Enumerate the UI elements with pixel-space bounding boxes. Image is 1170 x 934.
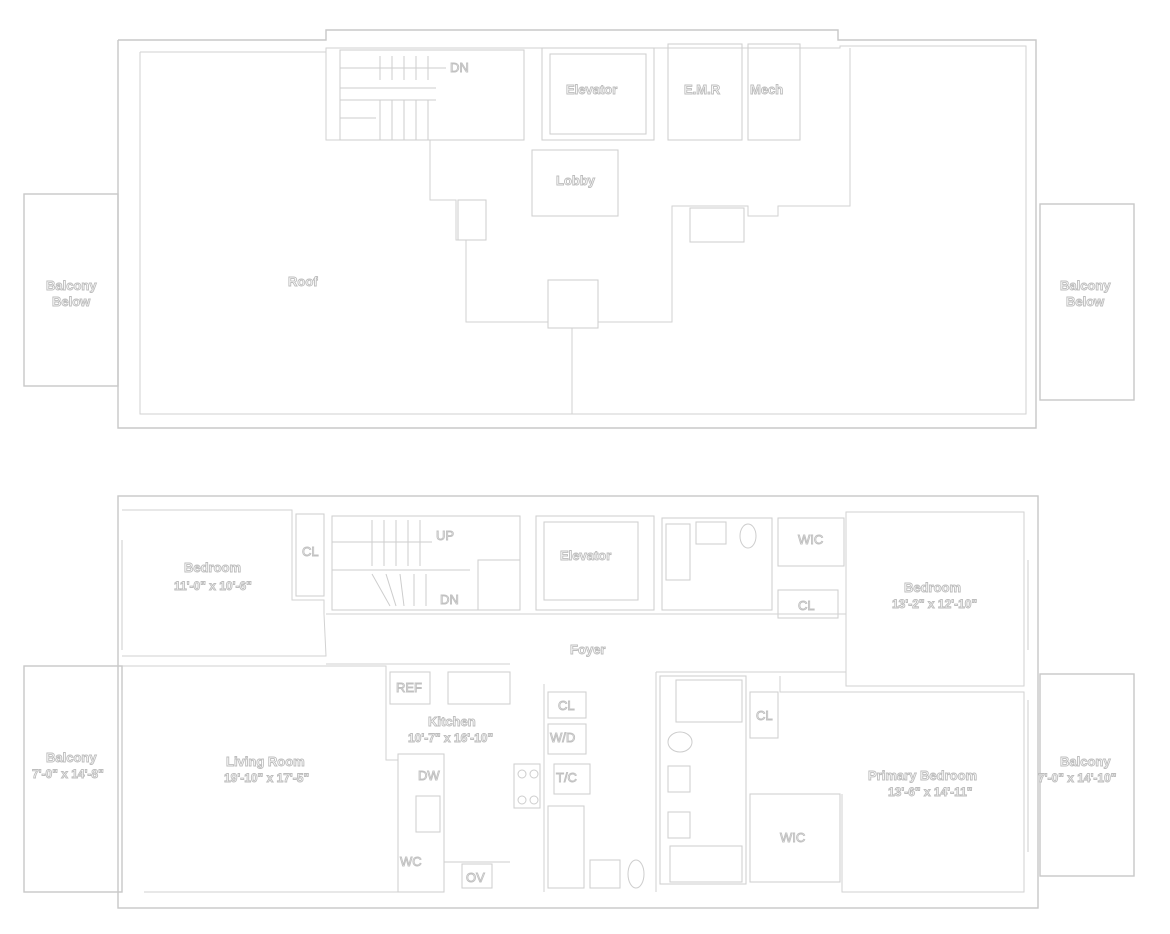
- roof-emr-room: [667, 43, 743, 141]
- primary-bedroom-dimensions: 13'-6" x 14'-11": [888, 785, 972, 799]
- closet-1: [295, 513, 325, 597]
- balcony-below-left-label-2: Below: [52, 294, 91, 309]
- oven: [461, 863, 493, 889]
- closet-3-label: CL: [558, 698, 575, 713]
- living-room-walls: [122, 665, 399, 893]
- bath-1: [661, 517, 773, 611]
- closet-2-label: CL: [798, 598, 815, 613]
- roof-inner-wall: [139, 45, 1027, 415]
- closet-2: [777, 589, 839, 619]
- dishwasher-label: DW: [418, 768, 440, 783]
- wic-1-label: WIC: [798, 532, 823, 547]
- balcony-left-dimensions: 7'-0" x 14'-8": [32, 767, 104, 781]
- roof-dn-label: DN: [450, 60, 469, 75]
- roof-elevator-label: Elevator: [566, 82, 617, 97]
- bedroom-2-walls: [845, 511, 1025, 687]
- trash-chute: [553, 763, 591, 795]
- roof-stair: [339, 49, 525, 141]
- closet-4: [749, 691, 779, 739]
- balcony-right-dimensions: 7'-0" x 14'-10": [1038, 771, 1116, 785]
- unit-outer-wall: [117, 495, 1039, 909]
- balcony-left-label: Balcony: [46, 750, 97, 765]
- kitchen-counter: [397, 753, 445, 893]
- roof-lobby-label: Lobby: [556, 173, 596, 188]
- kitchen-sink: [415, 795, 441, 833]
- washer-dryer: [547, 723, 587, 755]
- balcony-below-left-label-1: Balcony: [46, 278, 97, 293]
- roof-elevator-shaft: [541, 47, 655, 141]
- unit-elevator-shaft: [535, 515, 655, 611]
- closet-4-label: CL: [756, 708, 773, 723]
- roof-mech-label: Mech: [750, 82, 783, 97]
- wine-cooler-label: WC: [400, 854, 422, 869]
- closet-3: [547, 691, 587, 719]
- balcony-below-right-label-1: Balcony: [1060, 278, 1111, 293]
- balcony-below-right: [1039, 203, 1135, 401]
- bedroom-2-dimensions: 13'-2" x 12'-10": [892, 597, 977, 611]
- roof-plan: DN Elevator E.M.R Mech Lobby Roof Balcon…: [23, 29, 1135, 429]
- stair-up-label: UP: [436, 528, 454, 543]
- unit-elevator-label: Elevator: [560, 548, 611, 563]
- cooktop: [513, 763, 541, 809]
- unit-plan: Bedroom 11'-0" x 10'-6" CL UP DN Elevato…: [23, 495, 1135, 909]
- roof-label: Roof: [288, 274, 318, 289]
- bedroom-1-label: Bedroom: [184, 560, 241, 575]
- bedroom-1-dimensions: 11'-0" x 10'-6": [174, 579, 252, 593]
- balcony-right: [1039, 673, 1135, 877]
- oven-label: OV: [466, 870, 485, 885]
- foyer-label: Foyer: [570, 642, 605, 657]
- wic-2: [749, 793, 841, 883]
- roof-outer-wall: [117, 29, 1037, 429]
- balcony-below-left: [23, 193, 119, 387]
- roof-mech-room: [747, 43, 801, 141]
- kitchen-dimensions: 10'-7" x 16'-10": [408, 731, 493, 745]
- roof-emr-label: E.M.R: [684, 82, 721, 97]
- wic-2-label: WIC: [780, 830, 805, 845]
- trash-chute-label: T/C: [556, 770, 577, 785]
- primary-bedroom-walls: [779, 676, 1025, 893]
- ref-label: REF: [396, 680, 422, 695]
- stair-dn-label: DN: [440, 592, 459, 607]
- bedroom-1-walls: [122, 509, 327, 657]
- washer-dryer-label: W/D: [550, 730, 575, 745]
- balcony-below-right-label-2: Below: [1066, 294, 1105, 309]
- living-room-label: Living Room: [226, 754, 305, 769]
- primary-bath: [659, 675, 747, 885]
- refrigerator: [389, 671, 431, 705]
- wic-1: [777, 517, 845, 567]
- roof-lobby: [531, 149, 619, 217]
- closet-1-label: CL: [302, 544, 319, 559]
- bedroom-2-label: Bedroom: [904, 580, 961, 595]
- balcony-right-label: Balcony: [1060, 754, 1111, 769]
- primary-bedroom-label: Primary Bedroom: [868, 768, 977, 783]
- kitchen-label: Kitchen: [428, 714, 476, 729]
- living-room-dimensions: 19'-10" x 17'-5": [224, 771, 309, 785]
